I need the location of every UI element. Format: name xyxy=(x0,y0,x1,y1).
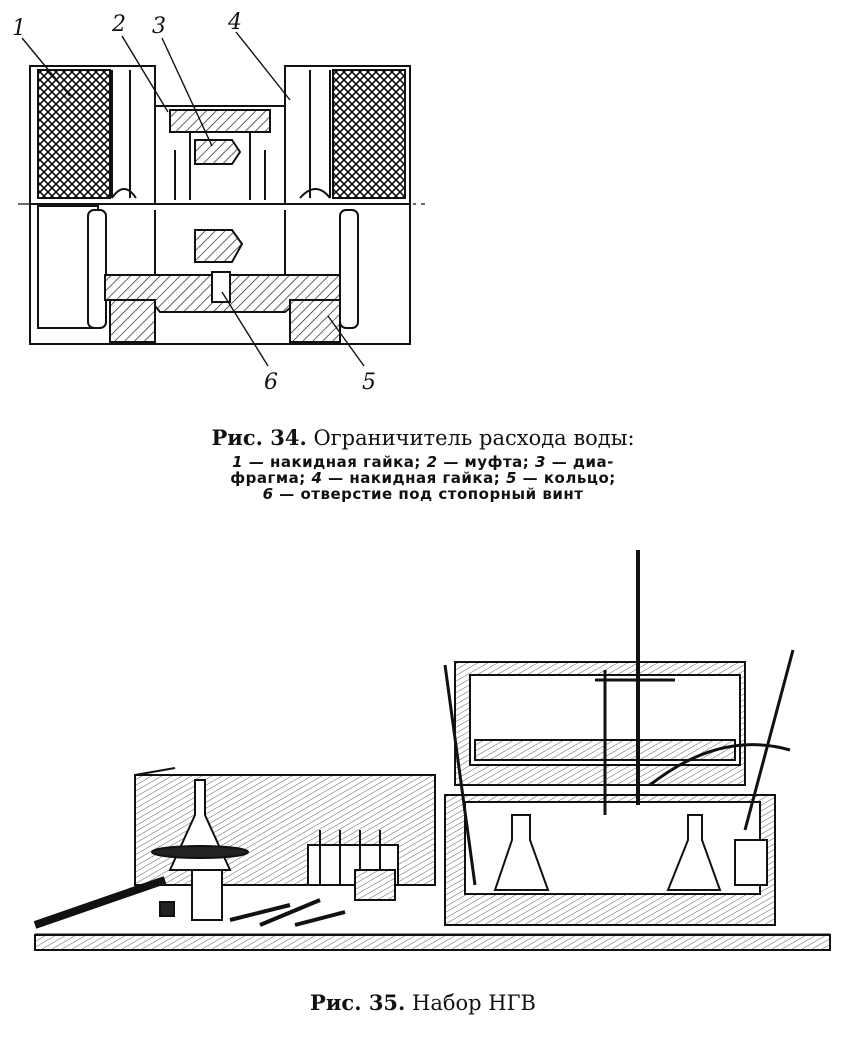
callout-2: 2 xyxy=(112,12,126,37)
legend-text-2: — муфта; xyxy=(443,453,530,471)
figure-34-caption: Рис. 34. Ограничитель расхода воды: 1 — … xyxy=(0,425,846,503)
callout-6: 6 xyxy=(264,370,278,395)
callout-1: 1 xyxy=(12,16,26,41)
legend-text-5: — кольцо; xyxy=(522,469,616,488)
legend-text-6: — отверстие под стопорный винт xyxy=(279,485,584,504)
figure-34-number: Рис. 34. xyxy=(211,425,307,450)
legend-num-2: 2 xyxy=(426,453,438,471)
figure-34-title: Рис. 34. Ограничитель расхода воды: xyxy=(0,425,846,450)
figure-34-legend: 1 — накидная гайка; 2 — муфта; 3 — диа- … xyxy=(0,454,846,503)
callout-4: 4 xyxy=(228,10,242,35)
callout-5: 5 xyxy=(362,370,376,395)
figure-35-illustration xyxy=(33,550,831,951)
figure-35-caption: Рис. 35. Набор НГВ xyxy=(0,990,846,1015)
figure-35-title: Набор НГВ xyxy=(412,991,536,1015)
legend-num-6: 6 xyxy=(262,485,274,504)
callout-3: 3 xyxy=(152,14,166,39)
legend-text-3: — диа- xyxy=(551,453,614,471)
figure-34-title-text: Ограничитель расхода воды: xyxy=(313,426,635,450)
legend-num-1: 1 xyxy=(232,453,244,471)
legend-text-4: — накидная гайка; xyxy=(328,469,501,488)
figure-34-drawing xyxy=(18,31,425,367)
legend-num-3: 3 xyxy=(535,453,546,471)
legend-text-1: — накидная гайка; xyxy=(248,453,421,471)
legend-num-4: 4 xyxy=(311,469,323,488)
legend-num-5: 5 xyxy=(505,469,517,488)
legend-text-3b: фрагма; xyxy=(230,469,306,488)
figure-35-number: Рис. 35. xyxy=(310,990,406,1015)
